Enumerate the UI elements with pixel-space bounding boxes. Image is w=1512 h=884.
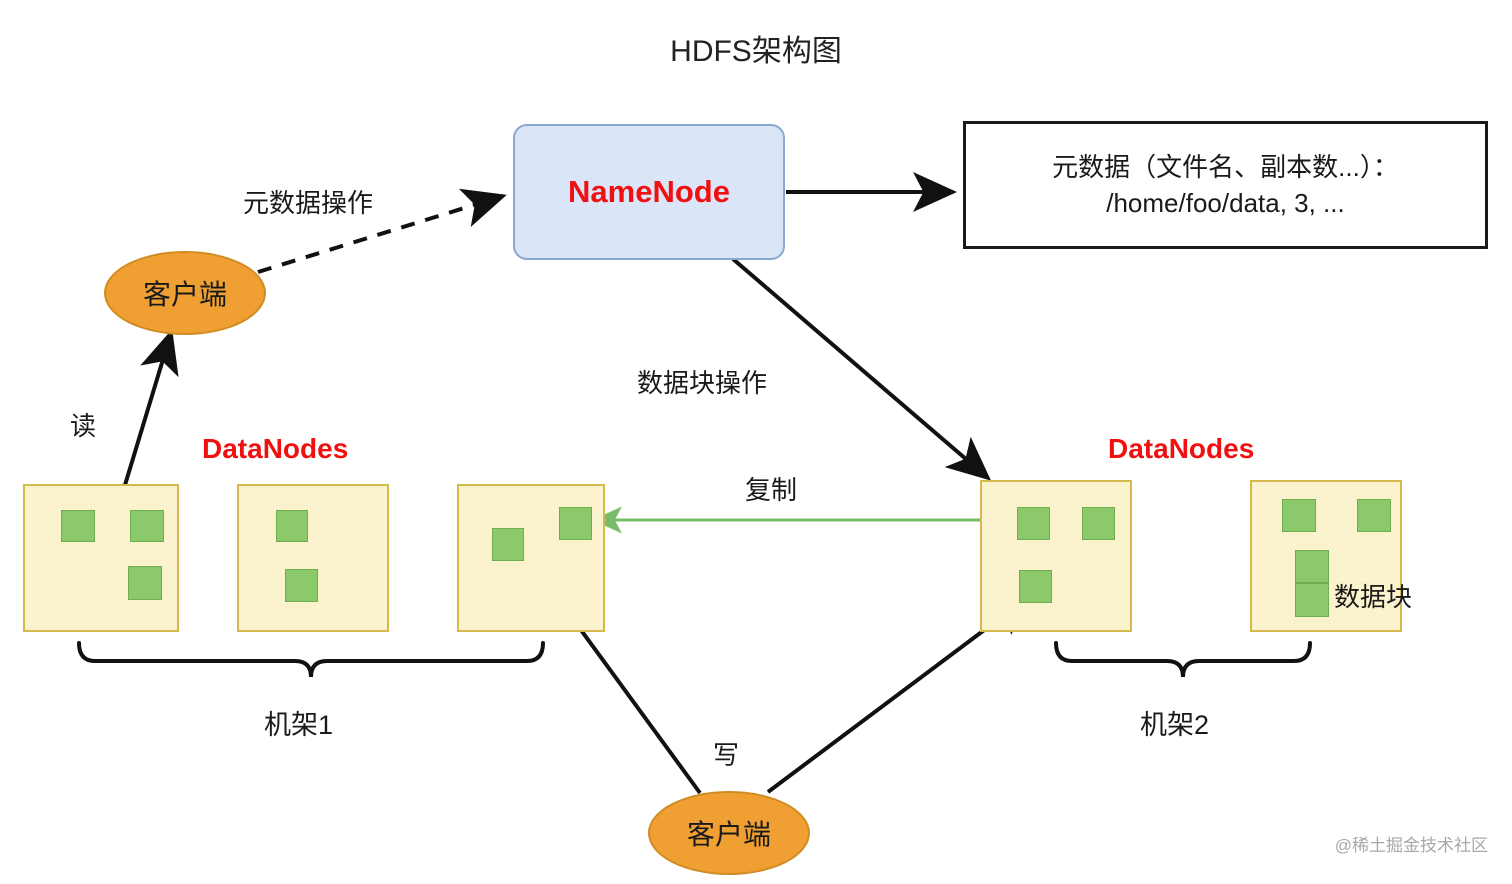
namenode-label: NameNode (568, 174, 730, 209)
datanodes-title-left: DataNodes (202, 433, 349, 464)
arrow-block-operation (731, 257, 992, 481)
datanodes-title-right: DataNodes (1108, 433, 1255, 464)
label-read: 读 (70, 411, 97, 441)
datanode-box-4[interactable] (980, 480, 1132, 632)
data-block (128, 566, 162, 600)
data-block (285, 569, 318, 602)
brace-rack2 (1054, 641, 1312, 678)
data-block (1295, 583, 1329, 617)
datanode-box-1[interactable] (23, 484, 179, 632)
data-block (1282, 499, 1316, 532)
label-write: 写 (713, 740, 740, 770)
data-block (1017, 507, 1050, 540)
watermark: @稀土掘金技术社区 (1334, 836, 1488, 855)
metadata-line-2: /home/foo/data, 3, ... (1106, 188, 1345, 218)
label-metadata-operation: 元数据操作 (243, 188, 374, 218)
data-block (559, 507, 592, 540)
arrow-read (123, 329, 179, 486)
datanode-box-5[interactable] (1250, 480, 1402, 632)
arrow-metadata-operation (257, 188, 507, 274)
rack-2-label: 机架2 (1140, 710, 1210, 740)
client-read-label: 客户端 (142, 279, 227, 310)
brace-rack1 (77, 641, 545, 678)
data-block (1295, 550, 1329, 583)
datanode-box-2[interactable] (237, 484, 389, 632)
data-block (1019, 570, 1052, 603)
data-block (1357, 499, 1391, 532)
data-block (492, 528, 524, 561)
metadata-line-1: 元数据（文件名、副本数...）： (1052, 151, 1399, 182)
data-block (1082, 507, 1115, 540)
rack-1-label: 机架1 (264, 710, 334, 740)
client-read-node[interactable]: 客户端 (104, 251, 266, 335)
namenode-box[interactable]: NameNode (513, 124, 785, 260)
client-write-label: 客户端 (686, 819, 771, 850)
datanode-box-3[interactable] (457, 484, 605, 632)
data-block (130, 510, 164, 542)
data-block (61, 510, 95, 542)
label-block-operation: 数据块操作 (637, 368, 768, 398)
page-title: HDFS架构图 (670, 35, 842, 68)
data-block (276, 510, 308, 542)
label-data-block: 数据块 (1334, 582, 1413, 612)
label-replication: 复制 (745, 475, 798, 505)
client-write-node[interactable]: 客户端 (648, 791, 810, 875)
metadata-box: 元数据（文件名、副本数...）： /home/foo/data, 3, ... (963, 121, 1488, 249)
